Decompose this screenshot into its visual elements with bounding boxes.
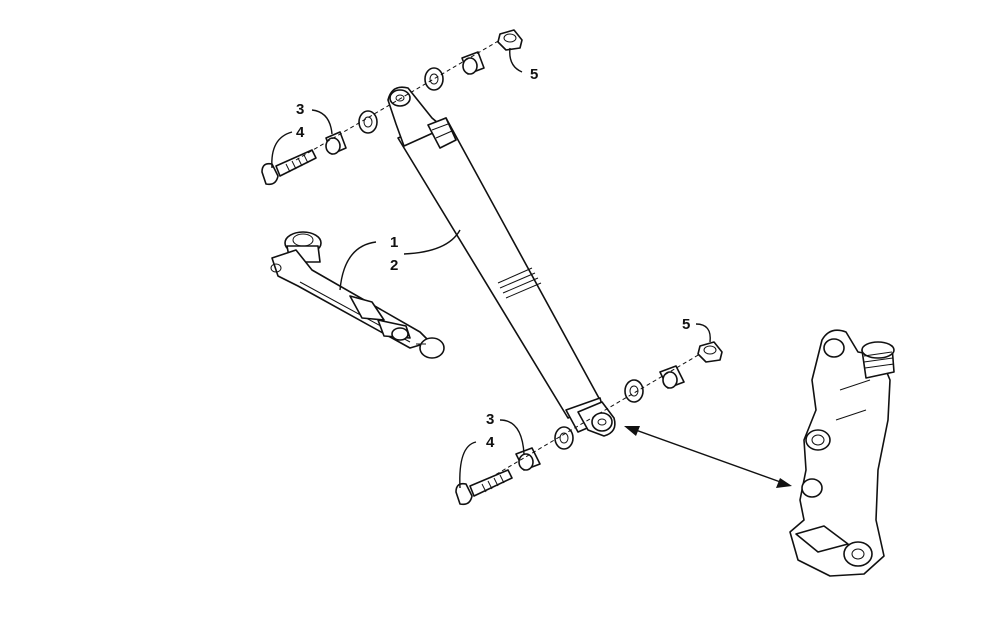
leader-lines [271,47,711,489]
callout-3-bottom: 3 [486,411,494,428]
callout-1: 1 [390,234,398,251]
nut-icon[interactable] [697,341,723,363]
callout-2: 2 [390,257,398,274]
shock-absorber-icon[interactable] [387,86,616,437]
bushing-icon[interactable] [515,447,541,471]
washer-icon[interactable] [624,379,644,403]
callout-5-top: 5 [530,66,538,83]
bottom-hardware [455,341,723,506]
spindle-icon[interactable] [789,329,895,577]
callout-3-top: 3 [296,101,304,118]
bolt-icon[interactable] [261,149,317,186]
bushing-icon[interactable] [461,51,485,75]
bolt-icon[interactable] [455,469,513,506]
bushing-icon[interactable] [659,365,685,389]
callout-5-right: 5 [682,316,690,333]
callout-4-top: 4 [296,124,305,141]
washer-icon[interactable] [358,110,378,134]
double-arrow-icon [624,426,792,488]
washer-icon[interactable] [554,426,574,450]
callout-4-bottom: 4 [486,434,495,451]
spring-compressor-icon[interactable] [270,231,445,359]
nut-icon[interactable] [497,29,523,51]
washer-icon[interactable] [424,67,444,91]
top-hardware [261,29,523,186]
bushing-icon[interactable] [325,131,347,155]
